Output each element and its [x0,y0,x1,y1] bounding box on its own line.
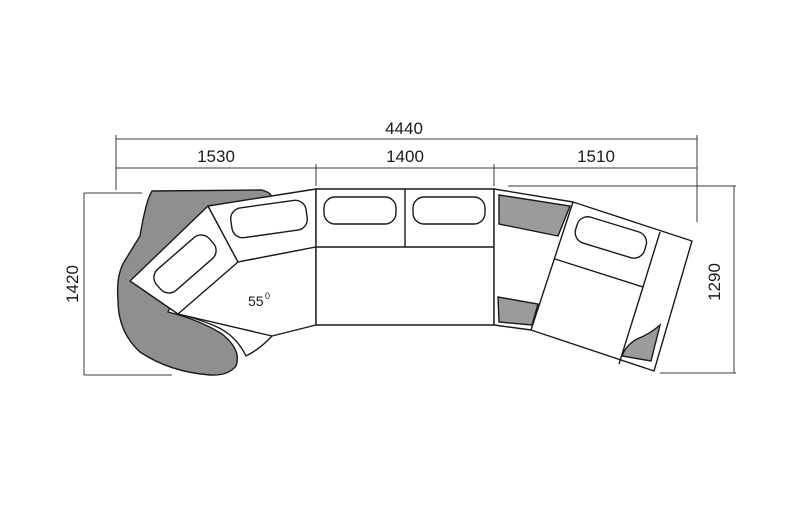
dimension-lines [83,135,736,376]
middle-left-cushion [323,196,397,225]
right-armrest-wedge [621,322,662,362]
left-corner-cushion [153,234,217,294]
angle-unit: 0 [265,291,270,301]
right-top-table-wedge [498,194,571,237]
right-connector-divider [530,201,574,331]
right-armrest-line [618,286,644,365]
middle-width-label: 1400 [386,147,424,166]
middle-right-cushion [412,196,486,225]
right-height-label: 1290 [705,263,724,301]
right-width-label: 1510 [577,147,615,166]
left-width-label: 1530 [197,147,235,166]
left-back-cushion [230,199,308,239]
right-back-cushion [574,216,648,259]
left-height-label: 1420 [63,265,82,303]
angle-value: 55 [248,293,264,309]
overall-width-label: 4440 [385,119,423,138]
right-bottom-table-wedge [497,296,539,326]
